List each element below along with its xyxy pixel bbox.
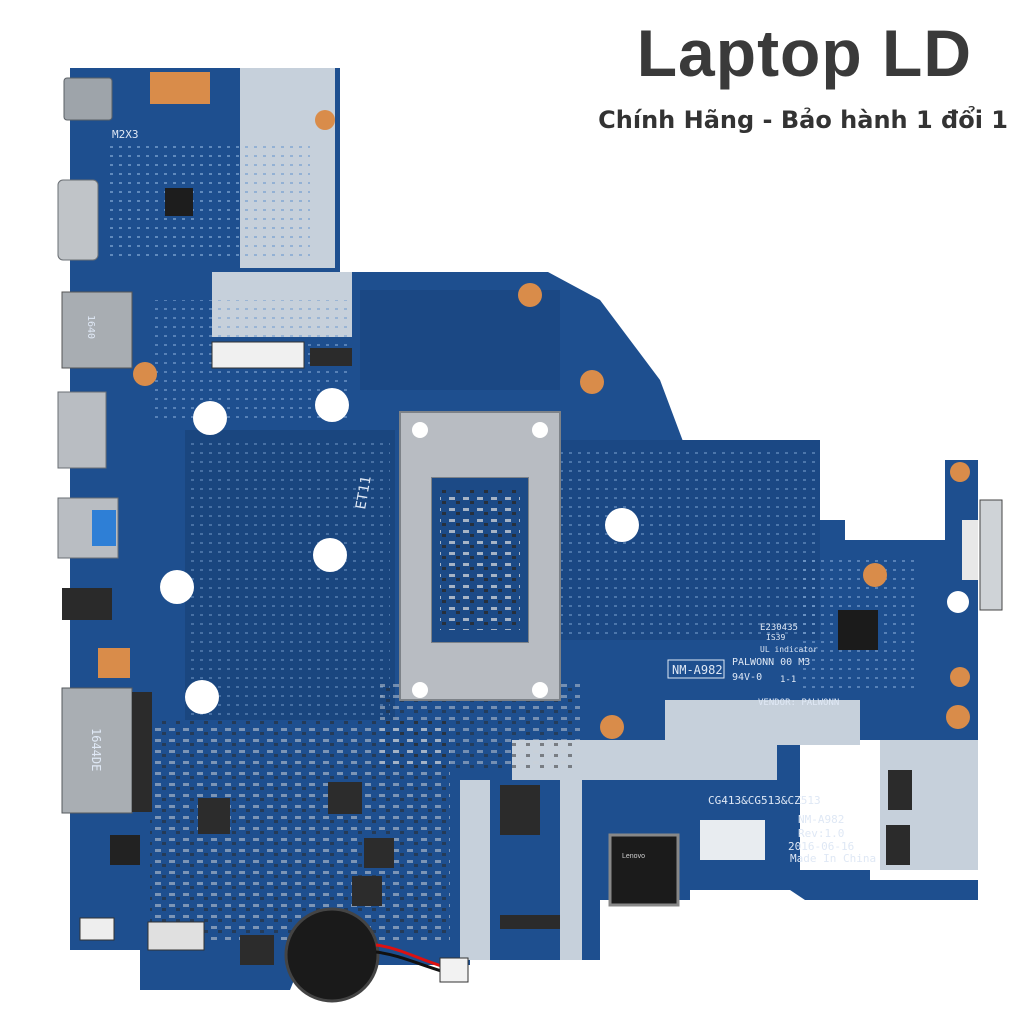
svg-text:NM-A982: NM-A982 bbox=[798, 813, 844, 826]
svg-text:CG413&CG513&CZ513: CG413&CG513&CZ513 bbox=[708, 794, 821, 807]
svg-text:VENDOR: PALWONN: VENDOR: PALWONN bbox=[758, 698, 839, 708]
brand-subtitle: Chính Hãng - Bảo hành 1 đổi 1 bbox=[598, 106, 1008, 134]
audio-jack bbox=[62, 588, 112, 620]
brand-title: Laptop LD bbox=[636, 16, 972, 90]
svg-text:Rev:1.0: Rev:1.0 bbox=[798, 827, 844, 840]
svg-text:E230435: E230435 bbox=[760, 623, 798, 633]
svg-text:NM-A982: NM-A982 bbox=[672, 663, 723, 677]
cmos-battery bbox=[284, 907, 380, 1003]
dc-jack bbox=[63, 77, 113, 121]
svg-text:1644DE: 1644DE bbox=[89, 728, 103, 771]
svg-text:2016-06-16: 2016-06-16 bbox=[788, 840, 854, 853]
svg-text:PALWONN 00 M3: PALWONN 00 M3 bbox=[732, 657, 810, 668]
card-reader bbox=[61, 291, 133, 369]
hdmi-port bbox=[57, 391, 107, 469]
svg-text:ET11: ET11 bbox=[353, 475, 375, 511]
ec-chip bbox=[608, 833, 680, 907]
svg-text:UL indicator: UL indicator bbox=[760, 645, 818, 654]
ethernet-shield bbox=[61, 687, 133, 814]
svg-text:1-1: 1-1 bbox=[780, 675, 796, 685]
svg-text:IS39: IS39 bbox=[766, 633, 785, 642]
svg-text:94V-0: 94V-0 bbox=[732, 672, 762, 683]
svg-text:Made In China: Made In China bbox=[790, 852, 876, 865]
svg-text:M2X3: M2X3 bbox=[112, 128, 139, 141]
svg-text:1640: 1640 bbox=[85, 315, 96, 339]
svg-text:Lenovo: Lenovo bbox=[622, 853, 645, 860]
usb-c-port bbox=[57, 179, 99, 261]
